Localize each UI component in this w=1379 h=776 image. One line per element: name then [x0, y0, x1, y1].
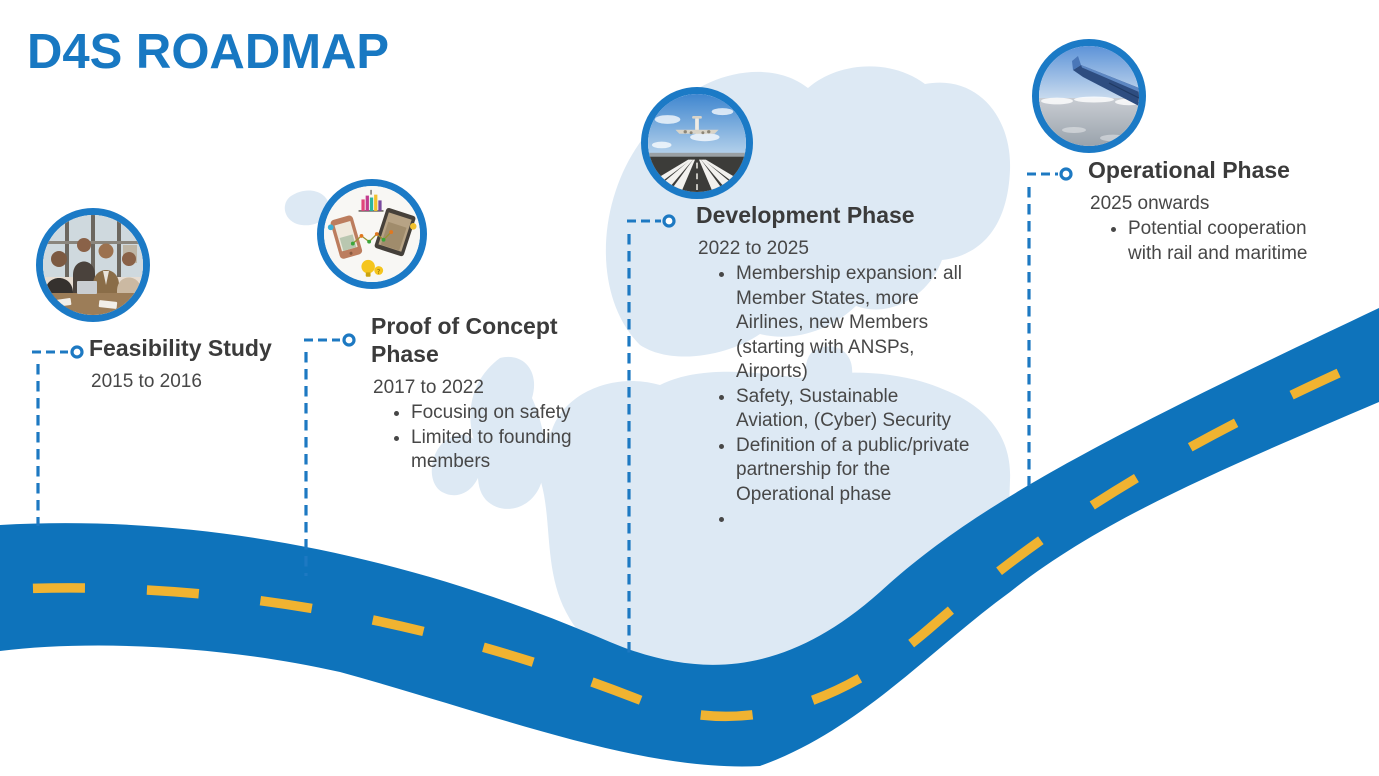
phase-operational: Operational Phase 2025 onwards Potential… [1088, 156, 1330, 266]
phase-title: Development Phase [696, 202, 915, 228]
bullet-item: Potential cooperation with rail and mari… [1128, 217, 1330, 266]
phase-proof-of-concept: Proof of Concept Phase 2017 to 2022 Focu… [371, 312, 579, 475]
bullet-item: Limited to founding members [411, 426, 579, 475]
phase-period: 2025 onwards [1090, 193, 1210, 214]
timeline-connectors [32, 172, 1058, 653]
phase-period: 2017 to 2022 [373, 377, 484, 398]
airplane-takeoff-photo [648, 94, 746, 192]
bullet-item: Membership expansion: all Member States,… [736, 262, 973, 385]
phase-period: 2022 to 2025 [698, 238, 809, 259]
bullet-item: Focusing on safety [411, 401, 579, 426]
airplane-wing-photo [1039, 46, 1139, 146]
decor-dot-2 [327, 224, 334, 231]
phase-bullet-list: Potential cooperation with rail and mari… [1088, 217, 1330, 266]
road-lane-markings [0, 349, 1379, 722]
lightbulb-icon: ? [361, 259, 384, 277]
road [0, 308, 1379, 767]
ireland-silhouette [431, 434, 483, 496]
operational-photo [1032, 39, 1146, 153]
svg-text:?: ? [377, 268, 381, 276]
digital-devices-illustration: ? [324, 186, 420, 282]
development-photo [641, 87, 753, 199]
horizon [648, 152, 746, 158]
phase-title: Feasibility Study [89, 335, 272, 361]
dot-line-chart [350, 230, 394, 246]
runway [648, 156, 746, 192]
timeline-node-feasibility [70, 345, 84, 359]
proof-of-concept-photo: ? [317, 179, 427, 289]
bullet-item [736, 507, 973, 532]
phase-title: Operational Phase [1088, 157, 1290, 183]
phase-bullet-list: Membership expansion: all Member States,… [696, 262, 973, 532]
team-meeting-photo [43, 215, 143, 315]
airplane-icon [675, 116, 719, 135]
clouds [651, 108, 734, 149]
phase-period: 2015 to 2016 [91, 371, 202, 392]
timeline-node-development [662, 214, 676, 228]
tablet-illustration [374, 207, 416, 257]
page-title: D4S ROADMAP [27, 25, 390, 79]
timeline-node-proof-of-concept [342, 333, 356, 347]
bullet-item: Safety, Sustainable Aviation, (Cyber) Se… [736, 385, 973, 434]
feasibility-photo [36, 208, 150, 322]
phase-bullet-list: Focusing on safetyLimited to founding me… [371, 401, 579, 475]
uk-silhouette [470, 356, 546, 509]
phase-title: Proof of Concept Phase [371, 313, 558, 367]
phase-development: Development Phase 2022 to 2025 Membershi… [696, 201, 973, 532]
mini-bar-chart [358, 189, 384, 212]
iceland-silhouette [284, 190, 330, 226]
wing [1072, 56, 1139, 106]
timeline-node-operational [1059, 167, 1073, 181]
bullet-item: Definition of a public/private partnersh… [736, 434, 973, 508]
timeline-nodes [70, 167, 1073, 359]
ground-haze [1039, 98, 1139, 146]
phase-feasibility: Feasibility Study 2015 to 2016 [89, 334, 319, 395]
decor-dot [410, 223, 417, 230]
